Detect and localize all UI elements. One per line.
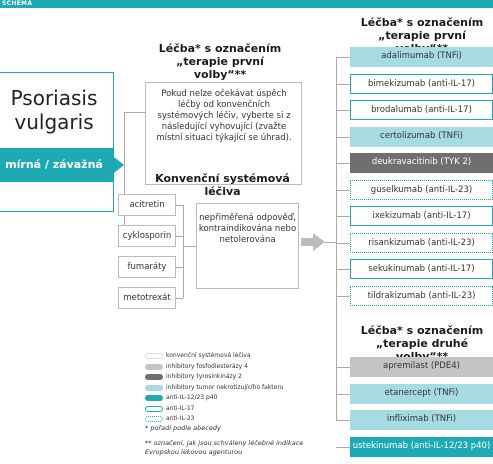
legend-label-il17: anti-IL-17 [166, 404, 195, 412]
conv-item-fumaraty: fumaráty [118, 256, 176, 278]
footnote-1: * pořadí podle abecedy [145, 424, 221, 432]
drug-connector [336, 163, 350, 164]
contra-text: nepřiměřená odpověď, kontraindikována ne… [198, 213, 297, 245]
legend-label-conv: konvenční systémová léčiva [166, 352, 251, 359]
connector-to-note [124, 112, 145, 113]
conv-to-contra [183, 246, 196, 247]
connector-trunk [124, 112, 125, 245]
legend-swatch-tyk2 [145, 374, 163, 380]
drug-box-brodalumab: brodalumab (anti-IL-17) [350, 100, 493, 120]
drug-box-certolizumab: certolizumab (TNFi) [350, 126, 493, 147]
disease-box [0, 72, 114, 212]
legend-label-tyk2: inhibitory tyrosinkinázy 2 [166, 373, 242, 380]
drug-connector [336, 110, 350, 111]
drug-connector [336, 242, 350, 244]
drug-box-deukravacitinib: deukravacitinib (TYK 2) [350, 153, 493, 173]
drug-connector [336, 367, 350, 368]
drug-box-adalimumab: adalimumab (TNFi) [350, 47, 493, 67]
drug-connector [336, 216, 350, 217]
conv-bracket-h4 [176, 298, 183, 299]
drug-box-tildrakizumab: tildrakizumab (anti-IL-23) [350, 285, 493, 306]
conv-bracket-h2 [176, 236, 183, 237]
drug-box-apremilast: apremilast (PDE4) [350, 357, 493, 377]
big-arrow-head [313, 233, 325, 251]
first-line-note-text: Pokud nelze očekávat úspěch léčby od kon… [156, 89, 292, 143]
legend-label-il1223: anti-IL-12/23 p40 [166, 394, 218, 401]
big-arrow-shaft [301, 238, 313, 246]
drug-box-etanercept: etanercept (TNFi) [350, 383, 493, 404]
conv-item-acitretin: acitretin [118, 194, 176, 216]
conv-bracket-vert [183, 205, 184, 298]
drug-connector [336, 420, 350, 421]
conv-bracket-h3 [176, 267, 183, 268]
drug-connector [336, 295, 350, 297]
drug-box-risankizumab: risankizumab (anti-IL-23) [350, 232, 493, 253]
conv-item-metotrexat: metotrexát [118, 287, 176, 309]
legend-label-tnf: inhibitory tumor nekrotizujícího faktoru [166, 383, 284, 391]
first-line-right-heading: Léčba* s označením „terapie první volby“… [360, 16, 484, 55]
severity-label: mírná / závažná [0, 148, 114, 182]
legend-swatch-il23 [145, 416, 163, 422]
legend-swatch-conv [145, 353, 163, 359]
drug-box-infliximab: infliximab (TNFi) [350, 410, 493, 430]
header-bar [0, 0, 493, 8]
first-line-center-heading: Léčba* s označením „terapie první volby“… [158, 42, 282, 81]
severity-arrow [114, 157, 124, 173]
drug-connector [336, 446, 350, 448]
drug-connector [336, 83, 350, 85]
footnote-2: ** označení, jak jsou schváleny léčebné … [145, 439, 304, 456]
drug-connector [336, 269, 350, 270]
header-label: SCHÉMA [2, 0, 33, 7]
drug-connector [336, 136, 350, 138]
legend-swatch-il1223 [145, 395, 163, 401]
drug-box-ustekinumab: ustekinumab (anti-IL-12/23 p40) [350, 436, 493, 457]
legend-label-il23: anti-IL-23 [166, 415, 195, 422]
right-bracket-vert [336, 57, 337, 421]
conventional-heading: Konvenční systémová léčiva [155, 172, 290, 198]
conv-item-cyklosporin: cyklosporin [118, 225, 176, 247]
first-line-note-box [145, 82, 302, 185]
contra-box [196, 203, 299, 289]
drug-box-ixekizumab: ixekizumab (anti-IL-17) [350, 206, 493, 226]
drug-box-guselkumab: guselkumab (anti-IL-23) [350, 179, 493, 200]
drug-connector [336, 189, 350, 191]
legend-swatch-pde4 [145, 363, 163, 370]
drug-connector [336, 393, 350, 395]
drug-box-sekukinumab: sekukinumab (anti-IL-17) [350, 259, 493, 279]
conv-bracket-h1 [176, 205, 183, 206]
drug-box-bimekizumab: bimekizumab (anti-IL-17) [350, 73, 493, 94]
legend-swatch-il17 [145, 405, 163, 412]
legend-swatch-tnf [145, 384, 163, 391]
legend-label-pde4: inhibitory fosfodiesterázy 4 [166, 362, 248, 370]
disease-title: Psoriasis vulgaris [10, 86, 98, 134]
right-bracket-to-arrow [325, 242, 336, 243]
drug-connector [336, 57, 350, 58]
